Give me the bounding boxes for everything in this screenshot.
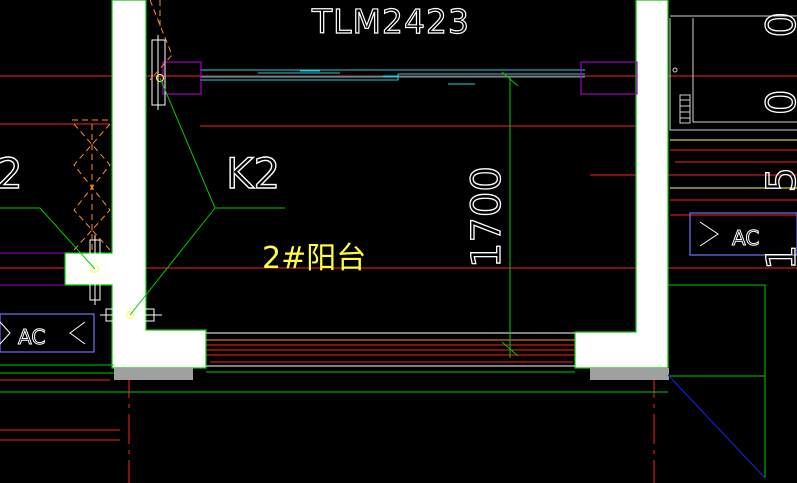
blue-diagonal <box>667 374 766 479</box>
ac-unit-right <box>689 212 797 256</box>
right-wall-base <box>590 368 669 380</box>
pipe-symbols <box>89 35 166 322</box>
window-jamb-right <box>580 61 638 95</box>
door-tag-text: TLM2423 <box>311 2 470 41</box>
balcony-parapet <box>0 332 575 374</box>
right-yellow-lines <box>670 139 797 189</box>
right-wall <box>574 0 669 369</box>
room-label-text: 2#阳台 <box>262 241 366 276</box>
left-wall <box>64 0 207 369</box>
leader-lines <box>0 77 285 316</box>
orange-hatching <box>72 0 173 251</box>
ac-unit-left <box>0 313 95 353</box>
ac-unit-right-mark <box>699 221 719 247</box>
window-jamb-left <box>162 61 202 95</box>
dimension-1700-line <box>501 71 519 358</box>
right-dimension-partial-text: 1500 <box>759 12 797 270</box>
red-axis-dashed <box>128 0 655 483</box>
dimension-1700-text: 1700 <box>464 166 510 268</box>
outer-boundary <box>0 284 766 478</box>
left-wall-base <box>114 368 193 380</box>
window-sill-lines <box>200 69 585 85</box>
equipment-right <box>669 15 797 131</box>
left-mark-text: 2 <box>0 149 23 198</box>
ac-unit-left-mark <box>0 321 11 345</box>
pipe-node-circles <box>91 74 164 319</box>
leader-label-text: K2 <box>226 149 280 198</box>
ac-left-text: AC <box>18 325 45 349</box>
ac-unit-left-mark-2 <box>69 321 86 345</box>
ac-right-text: AC <box>732 226 759 250</box>
